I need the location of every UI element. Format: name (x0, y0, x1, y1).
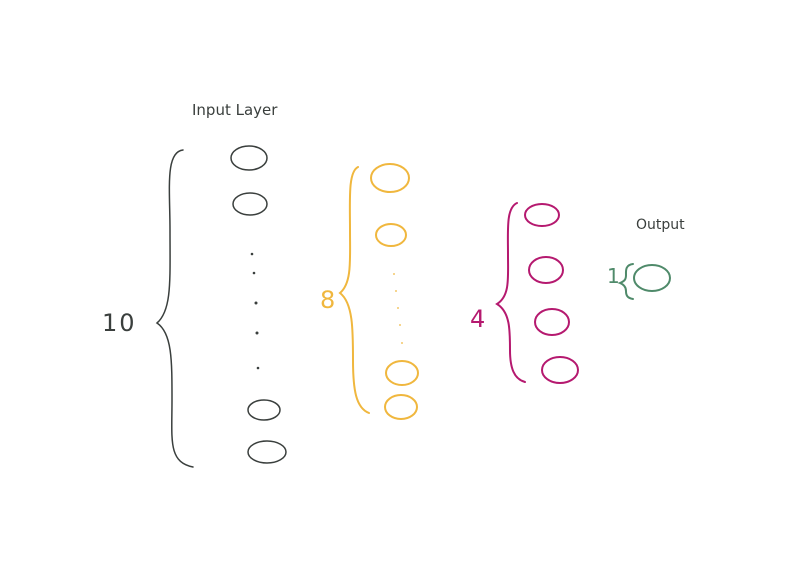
hidden-layer-1-brace (338, 166, 370, 414)
hidden2-node (541, 356, 579, 384)
hidden1-node (385, 360, 419, 386)
hidden1-node (375, 223, 407, 247)
hidden2-node (528, 256, 564, 284)
ellipsis-dot (399, 324, 401, 326)
output-layer-title: Output (636, 217, 685, 233)
hidden2-node (534, 308, 570, 336)
hidden2-node (524, 203, 560, 227)
output-brace (617, 263, 634, 300)
ellipsis-dot (397, 307, 399, 309)
ellipsis-dot (395, 290, 397, 292)
output-node (633, 264, 671, 292)
hidden1-node (384, 394, 418, 420)
ellipsis-dot (255, 331, 259, 335)
ellipsis-dot (401, 342, 403, 344)
ellipsis-dot (252, 271, 256, 275)
input-layer-brace (155, 149, 194, 468)
input-node (247, 399, 281, 421)
output-layer-count: 1 (607, 264, 620, 288)
input-node (232, 192, 268, 216)
ellipsis-dot (393, 273, 395, 275)
ellipsis-dot (254, 301, 258, 305)
hidden-layer-2-count: 4 (470, 305, 486, 333)
input-layer-title: Input Layer (192, 101, 278, 119)
ellipsis-dot (256, 366, 260, 370)
input-layer-count: 10 (102, 309, 137, 337)
hidden-layer-1-count: 8 (320, 286, 336, 314)
hidden1-node (370, 163, 410, 193)
input-node (247, 440, 287, 464)
input-node (230, 145, 268, 171)
hidden-layer-2-brace (495, 202, 526, 383)
ellipsis-dot (250, 252, 254, 256)
